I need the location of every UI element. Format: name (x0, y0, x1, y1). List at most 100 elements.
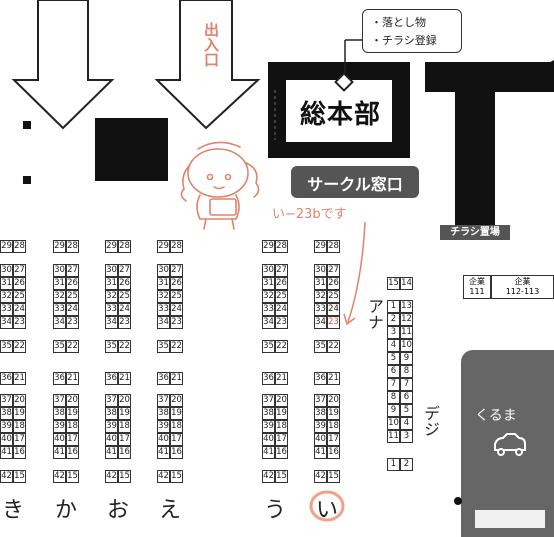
booth-i-19[interactable]: 19 (327, 407, 340, 420)
booth-e-35[interactable]: 35 (157, 340, 170, 353)
booth-ka-38[interactable]: 38 (53, 407, 66, 420)
booth-u-42[interactable]: 42 (262, 470, 275, 483)
booth-right-10-0[interactable]: 11 (387, 430, 400, 443)
booth-o-22[interactable]: 22 (118, 340, 131, 353)
booth-ka-24[interactable]: 24 (66, 303, 79, 316)
booth-e-21[interactable]: 21 (170, 372, 183, 385)
booth-i-27[interactable]: 27 (327, 264, 340, 277)
booth-ka-33[interactable]: 33 (53, 303, 66, 316)
booth-u-15[interactable]: 15 (275, 470, 288, 483)
booth-right-7-0[interactable]: 8 (387, 391, 400, 404)
booth-u-20[interactable]: 20 (275, 394, 288, 407)
booth-i-17[interactable]: 17 (327, 433, 340, 446)
booth-ka-29[interactable]: 29 (53, 240, 66, 253)
booth-i-28[interactable]: 28 (327, 240, 340, 253)
booth-i-31[interactable]: 31 (314, 277, 327, 290)
booth-e-30[interactable]: 30 (157, 264, 170, 277)
booth-u-25[interactable]: 25 (275, 290, 288, 303)
booth-e-15[interactable]: 15 (170, 470, 183, 483)
booth-ki-17[interactable]: 17 (13, 433, 26, 446)
booth-ka-20[interactable]: 20 (66, 394, 79, 407)
booth-right-top-14[interactable]: 14 (400, 277, 413, 290)
booth-ka-21[interactable]: 21 (66, 372, 79, 385)
booth-ka-28[interactable]: 28 (66, 240, 79, 253)
booth-right-6-1[interactable]: 7 (400, 378, 413, 391)
booth-ki-32[interactable]: 32 (0, 290, 13, 303)
booth-i-39[interactable]: 39 (314, 420, 327, 433)
booth-ki-31[interactable]: 31 (0, 277, 13, 290)
booth-u-31[interactable]: 31 (262, 277, 275, 290)
booth-ka-23[interactable]: 23 (66, 316, 79, 329)
booth-u-40[interactable]: 40 (262, 433, 275, 446)
booth-ka-18[interactable]: 18 (66, 420, 79, 433)
booth-ka-16[interactable]: 16 (66, 446, 79, 459)
booth-e-18[interactable]: 18 (170, 420, 183, 433)
booth-o-27[interactable]: 27 (118, 264, 131, 277)
booth-ki-26[interactable]: 26 (13, 277, 26, 290)
booth-ka-35[interactable]: 35 (53, 340, 66, 353)
booth-u-38[interactable]: 38 (262, 407, 275, 420)
booth-o-28[interactable]: 28 (118, 240, 131, 253)
corp-booth-111[interactable]: 企業 111 (463, 275, 491, 299)
booth-e-32[interactable]: 32 (157, 290, 170, 303)
booth-o-41[interactable]: 41 (105, 446, 118, 459)
booth-u-32[interactable]: 32 (262, 290, 275, 303)
booth-u-22[interactable]: 22 (275, 340, 288, 353)
booth-ka-31[interactable]: 31 (53, 277, 66, 290)
booth-u-34[interactable]: 34 (262, 316, 275, 329)
booth-o-35[interactable]: 35 (105, 340, 118, 353)
booth-right-5-0[interactable]: 6 (387, 365, 400, 378)
booth-u-35[interactable]: 35 (262, 340, 275, 353)
booth-o-20[interactable]: 20 (118, 394, 131, 407)
booth-right-4-1[interactable]: 9 (400, 352, 413, 365)
booth-right-8-0[interactable]: 9 (387, 404, 400, 417)
booth-o-42[interactable]: 42 (105, 470, 118, 483)
booth-o-38[interactable]: 38 (105, 407, 118, 420)
booth-right-3-1[interactable]: 10 (400, 339, 413, 352)
booth-e-37[interactable]: 37 (157, 394, 170, 407)
booth-i-40[interactable]: 40 (314, 433, 327, 446)
booth-right-10-1[interactable]: 3 (400, 430, 413, 443)
booth-o-19[interactable]: 19 (118, 407, 131, 420)
booth-ki-21[interactable]: 21 (13, 372, 26, 385)
booth-i-33[interactable]: 33 (314, 303, 327, 316)
booth-ka-41[interactable]: 41 (53, 446, 66, 459)
booth-e-24[interactable]: 24 (170, 303, 183, 316)
booth-o-25[interactable]: 25 (118, 290, 131, 303)
booth-o-31[interactable]: 31 (105, 277, 118, 290)
booth-e-31[interactable]: 31 (157, 277, 170, 290)
booth-o-24[interactable]: 24 (118, 303, 131, 316)
booth-i-38[interactable]: 38 (314, 407, 327, 420)
booth-ki-41[interactable]: 41 (0, 446, 13, 459)
booth-ki-37[interactable]: 37 (0, 394, 13, 407)
booth-e-34[interactable]: 34 (157, 316, 170, 329)
booth-ki-15[interactable]: 15 (13, 470, 26, 483)
booth-right-3-0[interactable]: 4 (387, 339, 400, 352)
booth-i-41[interactable]: 41 (314, 446, 327, 459)
booth-e-42[interactable]: 42 (157, 470, 170, 483)
booth-ki-24[interactable]: 24 (13, 303, 26, 316)
booth-ka-42[interactable]: 42 (53, 470, 66, 483)
booth-e-33[interactable]: 33 (157, 303, 170, 316)
booth-o-40[interactable]: 40 (105, 433, 118, 446)
booth-u-17[interactable]: 17 (275, 433, 288, 446)
booth-o-26[interactable]: 26 (118, 277, 131, 290)
booth-i-29[interactable]: 29 (314, 240, 327, 253)
booth-o-15[interactable]: 15 (118, 470, 131, 483)
booth-u-37[interactable]: 37 (262, 394, 275, 407)
booth-e-40[interactable]: 40 (157, 433, 170, 446)
booth-ka-22[interactable]: 22 (66, 340, 79, 353)
booth-i-23[interactable]: 23 (327, 316, 340, 329)
booth-u-21[interactable]: 21 (275, 372, 288, 385)
booth-i-30[interactable]: 30 (314, 264, 327, 277)
booth-e-17[interactable]: 17 (170, 433, 183, 446)
booth-ki-18[interactable]: 18 (13, 420, 26, 433)
booth-ki-42[interactable]: 42 (0, 470, 13, 483)
booth-i-26[interactable]: 26 (327, 277, 340, 290)
booth-right-9-0[interactable]: 10 (387, 417, 400, 430)
booth-o-29[interactable]: 29 (105, 240, 118, 253)
booth-ki-40[interactable]: 40 (0, 433, 13, 446)
booth-i-20[interactable]: 20 (327, 394, 340, 407)
booth-right-0-0[interactable]: 1 (387, 300, 400, 313)
booth-e-27[interactable]: 27 (170, 264, 183, 277)
